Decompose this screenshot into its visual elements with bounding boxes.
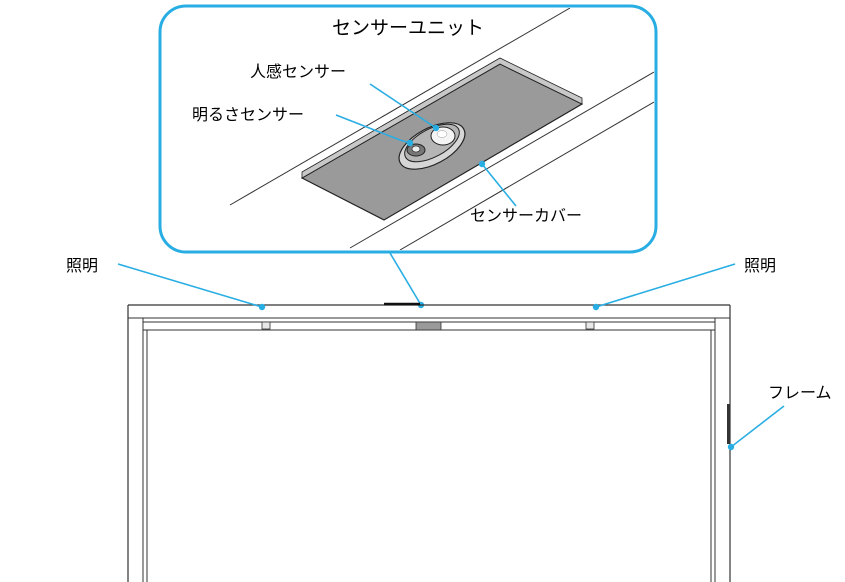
motion-sensor-label: 人感センサー xyxy=(250,62,346,81)
frame-leader xyxy=(730,405,785,448)
sensor-cover-leader xyxy=(481,163,517,207)
sensor-unit-title: センサーユニット xyxy=(332,17,484,39)
inset-connector xyxy=(389,252,422,306)
motion-sensor-leader xyxy=(369,83,437,129)
frame-label: フレーム xyxy=(768,383,832,402)
lighting-left-leader xyxy=(117,263,263,308)
light-right xyxy=(585,321,595,330)
lighting-left-label: 照明 xyxy=(66,256,98,275)
sensor-module xyxy=(398,122,466,170)
brightness-sensor-leader xyxy=(335,114,411,144)
sensor-cover-top-face xyxy=(301,57,583,179)
lighting-right-leader xyxy=(595,263,736,308)
sensor-cover-label: センサーカバー xyxy=(470,206,582,225)
lighting-right-label: 照明 xyxy=(744,256,776,275)
light-left xyxy=(261,321,271,330)
brightness-sensor-label: 明るさセンサー xyxy=(192,105,304,124)
frame xyxy=(127,302,731,582)
sensor-unit-on-frame xyxy=(415,321,442,331)
rail-lines xyxy=(229,8,654,250)
sensor-unit-inset: センサーユニット 人感センサー 明るさセンサー センサーカバー xyxy=(158,4,658,254)
